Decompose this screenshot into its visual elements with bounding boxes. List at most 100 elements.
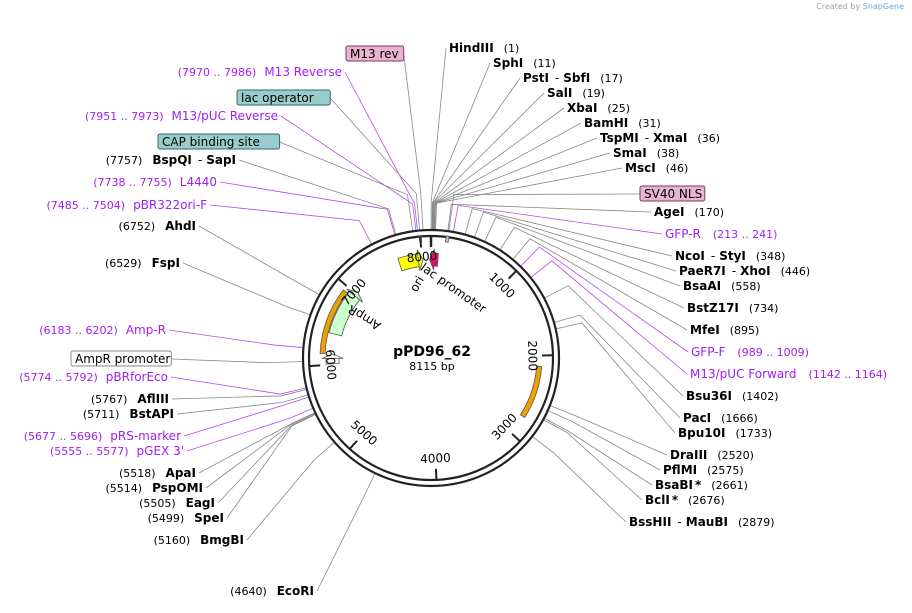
- ruler-tick: [337, 277, 348, 287]
- leader-line: [344, 71, 418, 230]
- primer-range: (1142 .. 1164): [809, 368, 888, 381]
- leader-line: [532, 436, 627, 523]
- feature-arrowhead: [346, 288, 364, 303]
- feature-box[interactable]: [70, 350, 172, 367]
- enzyme-name: XbaI: [567, 101, 597, 115]
- ruler-label: 6000: [323, 349, 339, 380]
- enzyme-label[interactable]: TspMI-XmaI(36): [600, 131, 720, 145]
- leader-line: [433, 122, 582, 230]
- primer-label[interactable]: (7951 .. 7973)M13/pUC Reverse: [85, 109, 278, 123]
- enzyme-label[interactable]: BclI*(2676): [645, 493, 725, 507]
- primer-name: pBR322ori-F: [133, 198, 207, 212]
- enzyme-name: ApaI: [166, 466, 196, 480]
- enzyme-label[interactable]: (5160)BmgBI: [154, 533, 244, 547]
- enzyme-label[interactable]: PaeR7I-XhoI(446): [679, 264, 810, 278]
- primer-label[interactable]: (7970 .. 7986)M13 Reverse: [178, 65, 342, 79]
- ruler-label: 5000: [348, 418, 380, 449]
- enzyme-label[interactable]: BamHI(31): [584, 116, 661, 130]
- leader-line: [246, 442, 335, 541]
- primer-label[interactable]: (7738 .. 7755)L4440: [93, 175, 217, 189]
- leader-line: [548, 410, 661, 471]
- feature-sv40-nls[interactable]: [445, 235, 450, 243]
- enzyme-label[interactable]: BsaAI(558): [683, 279, 761, 293]
- enzyme-label[interactable]: (7757)BspQI-SapI: [106, 153, 236, 167]
- enzyme-name-2: StyI: [719, 249, 746, 263]
- enzyme-label[interactable]: (6752)AhdI: [119, 219, 196, 233]
- enzyme-label[interactable]: HindIII(1): [449, 41, 519, 55]
- feature-box[interactable]: [157, 133, 281, 150]
- primer-range: (7738 .. 7755): [93, 176, 172, 189]
- primer-label[interactable]: (5555 .. 5577)pGEX 3': [50, 444, 184, 458]
- enzyme-label[interactable]: (5518)ApaI: [119, 466, 196, 480]
- leader-line: [171, 358, 303, 364]
- enzyme-label[interactable]: (5505)EagI: [139, 496, 215, 510]
- enzyme-label[interactable]: BssHII-MauBI(2879): [629, 515, 775, 529]
- enzyme-label[interactable]: PflMI(2575): [663, 463, 744, 477]
- enzyme-position: (6529): [105, 257, 142, 270]
- feature-box-label: M13 rev: [350, 47, 399, 61]
- enzyme-position: (558): [731, 280, 761, 293]
- primer-label[interactable]: (7485 .. 7504)pBR322ori-F: [47, 198, 208, 212]
- enzyme-label[interactable]: SmaI(38): [613, 146, 679, 160]
- leader-line: [554, 314, 681, 419]
- primer-range: (7951 .. 7973): [85, 110, 164, 123]
- leader-line: [453, 204, 663, 235]
- feature-orange1[interactable]: [319, 289, 348, 355]
- plasmid-name: pPD96_62: [393, 344, 471, 360]
- primer-label[interactable]: (5677 .. 5696)pRS-marker: [24, 429, 181, 443]
- enzyme-label[interactable]: (4640)EcoRI: [230, 584, 314, 598]
- enzyme-label[interactable]: Bpu10I(1733): [678, 426, 772, 440]
- feature-box[interactable]: [639, 185, 706, 202]
- primer-range: (989 .. 1009): [737, 346, 809, 359]
- feature-orange2[interactable]: [519, 365, 543, 419]
- enzyme-label[interactable]: (5499)SpeI: [148, 511, 224, 525]
- enzyme-label[interactable]: (5767)AflIII: [91, 392, 169, 406]
- enzyme-name: SmaI: [613, 146, 647, 160]
- enzyme-label[interactable]: PstI-SbfI(17): [523, 71, 623, 85]
- enzyme-label[interactable]: MfeI(895): [690, 323, 759, 337]
- enzyme-label[interactable]: SphI(11): [493, 56, 556, 70]
- ruler-label: 4000: [420, 451, 451, 466]
- primer-label[interactable]: (5774 .. 5792)pBRforEco: [19, 370, 168, 384]
- enzyme-name: NcoI: [675, 249, 705, 263]
- enzyme-separator: -: [645, 131, 649, 145]
- primer-label[interactable]: (6183 .. 6202)Amp-R: [39, 323, 166, 337]
- enzyme-label[interactable]: (5711)BstAPI: [83, 407, 174, 421]
- enzyme-separator: -: [711, 249, 715, 263]
- enzyme-position: (5505): [139, 497, 176, 510]
- backbone-outer: [301, 228, 561, 488]
- leader-line: [182, 262, 310, 316]
- leader-line: [464, 208, 673, 257]
- enzyme-position: (1733): [735, 427, 772, 440]
- enzyme-label[interactable]: (6529)FspI: [105, 256, 180, 270]
- enzyme-label[interactable]: BsaBI*(2661): [655, 478, 748, 492]
- feature-box[interactable]: [236, 89, 331, 106]
- primer-label[interactable]: GFP-R(213 .. 241): [665, 227, 777, 241]
- enzyme-name-2: XhoI: [740, 264, 771, 278]
- enzyme-name: BstAPI: [129, 407, 174, 421]
- feature-box[interactable]: [345, 45, 405, 62]
- enzyme-name: MfeI: [690, 323, 720, 337]
- enzyme-label[interactable]: MscI(46): [625, 161, 688, 175]
- primer-range: (5677 .. 5696): [24, 430, 103, 443]
- enzyme-label[interactable]: NcoI-StyI(348): [675, 249, 785, 263]
- enzyme-label[interactable]: SalI(19): [547, 86, 605, 100]
- enzyme-position: (2661): [711, 479, 748, 492]
- enzyme-label[interactable]: (5514)PspOMI: [105, 481, 203, 495]
- enzyme-label[interactable]: BstZ17I(734): [687, 301, 778, 315]
- enzyme-label[interactable]: AgeI(170): [654, 205, 724, 219]
- enzyme-label[interactable]: XbaI(25): [567, 101, 630, 115]
- leader-line: [198, 412, 315, 474]
- enzyme-position: (5767): [91, 393, 128, 406]
- enzyme-label[interactable]: PacI(1666): [683, 411, 758, 425]
- primer-label[interactable]: M13/pUC Forward(1142 .. 1164): [690, 367, 887, 381]
- enzyme-label[interactable]: Bsu36I(1402): [686, 389, 779, 403]
- primer-label[interactable]: GFP-F(989 .. 1009): [691, 345, 809, 359]
- enzyme-label[interactable]: DraIII(2520): [670, 448, 754, 462]
- enzyme-name: BstZ17I: [687, 301, 739, 315]
- leader-line: [520, 246, 689, 353]
- enzyme-name-2: XmaI: [653, 131, 687, 145]
- enzyme-name: PacI: [683, 411, 711, 425]
- enzyme-name-2: SbfI: [563, 71, 590, 85]
- leader-line: [430, 47, 447, 230]
